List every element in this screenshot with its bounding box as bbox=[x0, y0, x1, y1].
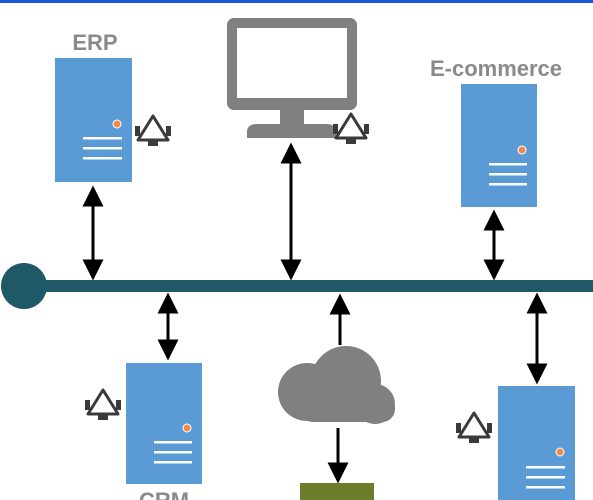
monitor-icon bbox=[227, 18, 357, 138]
status-dot-icon bbox=[182, 423, 192, 433]
bus-start-node bbox=[1, 263, 47, 309]
status-dot-icon bbox=[517, 145, 527, 155]
cloud-icon bbox=[278, 346, 395, 424]
status-dot-icon bbox=[112, 119, 122, 129]
status-dot-icon bbox=[555, 447, 565, 457]
ecommerce-label: E-commerce bbox=[430, 56, 562, 81]
connector-icon bbox=[135, 114, 171, 146]
crm-server bbox=[126, 363, 202, 484]
top-rule bbox=[0, 0, 593, 3]
ecommerce-server bbox=[461, 84, 537, 207]
crm-label: CRM bbox=[139, 488, 189, 500]
connector-icon bbox=[85, 388, 121, 420]
green-box bbox=[300, 483, 374, 500]
server-bottom-right bbox=[498, 386, 575, 500]
connector-icon bbox=[333, 112, 369, 144]
connector-icon bbox=[456, 411, 492, 443]
erp-server bbox=[55, 58, 132, 182]
erp-label: ERP bbox=[72, 30, 117, 55]
